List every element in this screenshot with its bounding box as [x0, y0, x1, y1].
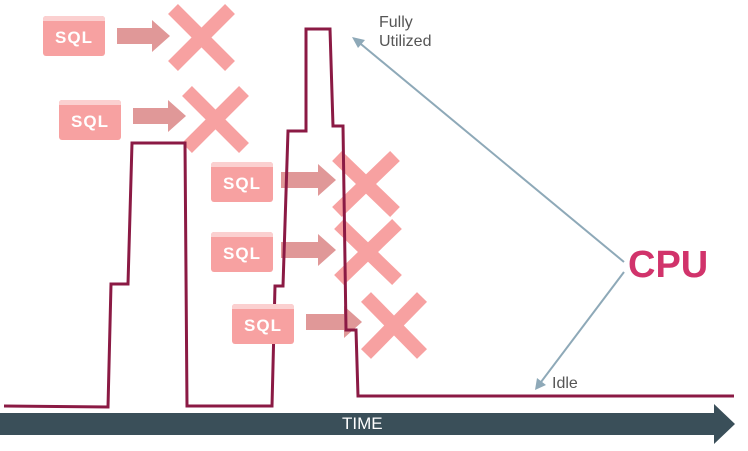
- time-axis-label: TIME: [342, 414, 383, 433]
- sql-box-tab: [43, 16, 105, 21]
- reject-cross: [182, 86, 249, 153]
- sql-query-box: SQL: [43, 16, 105, 56]
- sql-box-label: SQL: [71, 112, 109, 131]
- sql-box-label: SQL: [223, 174, 261, 193]
- cpu-label: CPU: [628, 244, 709, 286]
- sql-box-label: SQL: [223, 244, 261, 263]
- pointer-line-fully-utilized: [355, 39, 625, 263]
- sql-query-box: SQL: [211, 232, 273, 272]
- fully-utilized-line1: Fully: [379, 14, 413, 31]
- sql-query-box: SQL: [232, 304, 294, 344]
- sql-query-box: SQL: [59, 100, 121, 140]
- reject-cross: [332, 150, 400, 218]
- sql-box-label: SQL: [244, 316, 282, 335]
- query-arrow: [281, 164, 336, 196]
- sql-box-label: SQL: [55, 28, 93, 47]
- sql-box-tab: [211, 232, 273, 237]
- idle-label: Idle: [552, 375, 578, 392]
- time-axis-arrow: [0, 404, 735, 444]
- sql-box-tab: [232, 304, 294, 309]
- pointer-line-idle: [537, 271, 625, 387]
- sql-box-tab: [59, 100, 121, 105]
- query-arrow: [281, 234, 336, 266]
- cpu-utilization-line: [3, 27, 734, 409]
- sql-box-tab: [211, 162, 273, 167]
- query-arrow: [133, 100, 186, 132]
- fully-utilized-label: Fully Utilized: [379, 13, 431, 51]
- pointer-head-fully-utilized: [352, 37, 365, 48]
- query-arrow: [306, 306, 362, 338]
- reject-cross: [168, 4, 235, 71]
- reject-cross: [361, 292, 427, 359]
- pointer-head-idle: [535, 378, 546, 390]
- query-arrow: [117, 20, 170, 52]
- sql-query-box: SQL: [211, 162, 273, 202]
- fully-utilized-line2: Utilized: [379, 33, 432, 50]
- reject-cross: [334, 218, 402, 286]
